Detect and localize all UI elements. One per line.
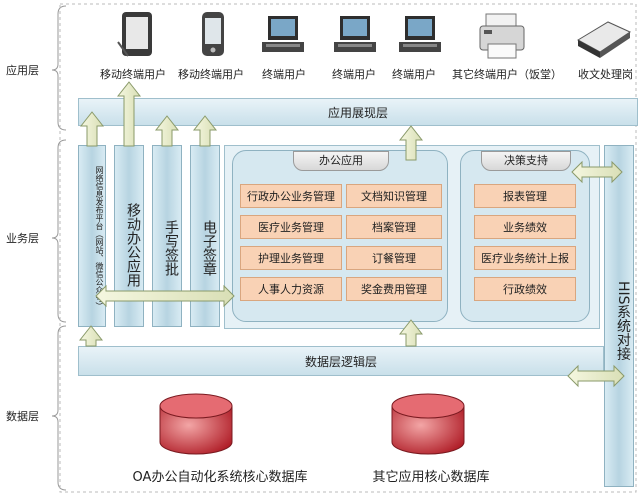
device-label: 收文处理岗: [578, 68, 633, 81]
mobile-office-label: 移动办公应用: [125, 203, 141, 287]
office-module: 订餐管理: [346, 246, 442, 270]
decision-module: 业务绩效: [474, 215, 576, 239]
office-module: 护理业务管理: [240, 246, 342, 270]
biz-layer-label: 业务层: [6, 232, 39, 245]
device-label: 其它终端用户（饭堂）: [452, 68, 562, 81]
double-arrow: [567, 364, 625, 388]
double-arrow: [571, 160, 623, 184]
up-arrow: [116, 81, 142, 147]
database-icon: [159, 393, 233, 455]
device-label: 终端用户: [392, 68, 436, 81]
office-app-title: 办公应用: [293, 151, 389, 171]
office-module: 医疗业务管理: [240, 215, 342, 239]
decision-support-title: 决策支持: [481, 151, 571, 171]
decision-module: 行政绩效: [474, 277, 576, 301]
data-logic-layer-label: 数据层逻辑层: [304, 355, 377, 369]
office-module: 文档知识管理: [346, 184, 442, 208]
his-integration-label: HIS系统对接: [615, 281, 631, 361]
up-arrow: [79, 111, 105, 147]
desktop-computer-icon: [334, 16, 376, 52]
e-signature-label: 电子签章: [201, 220, 217, 276]
desktop-computer-icon: [262, 16, 304, 52]
decision-module: 报表管理: [474, 184, 576, 208]
web-publish-label: 网络信息发布平台（网站、微信公众号）: [95, 166, 104, 310]
printer-icon: [479, 13, 525, 59]
phone-icon: [202, 12, 224, 56]
data-logic-layer-bar: 数据层逻辑层: [78, 346, 604, 376]
biz-layer-bracket: [51, 139, 67, 323]
handwriting-label: 手写签批: [163, 220, 179, 276]
other-database-label: 其它应用核心数据库: [372, 470, 490, 485]
double-arrow: [95, 284, 235, 308]
oa-database-label: OA办公自动化系统核心数据库: [132, 470, 308, 485]
app-layer-bracket: [51, 5, 67, 131]
up-arrow: [398, 319, 424, 347]
decision-module: 医疗业务统计上报: [474, 246, 576, 270]
device-label: 移动终端用户: [100, 68, 166, 81]
his-integration-column: HIS系统对接: [604, 145, 634, 487]
up-arrow: [154, 115, 180, 147]
tablet-icon: [117, 12, 152, 57]
up-arrow: [78, 325, 104, 347]
data-layer-label: 数据层: [6, 410, 39, 423]
scanner-icon: [576, 21, 632, 58]
device-label: 移动终端用户: [178, 68, 244, 81]
desktop-computer-icon: [399, 16, 441, 52]
outer-frame: [59, 3, 637, 493]
office-module: 人事人力资源: [240, 277, 342, 301]
presentation-layer-label: 应用展现层: [327, 106, 388, 120]
up-arrow: [192, 115, 218, 147]
device-label: 终端用户: [262, 68, 306, 81]
database-icon: [391, 393, 465, 455]
office-module: 奖金费用管理: [346, 277, 442, 301]
data-layer-bracket: [51, 325, 67, 491]
app-layer-label: 应用层: [6, 64, 39, 77]
office-module: 行政办公业务管理: [240, 184, 342, 208]
device-label: 终端用户: [332, 68, 376, 81]
office-module: 档案管理: [346, 215, 442, 239]
up-arrow: [398, 125, 424, 161]
